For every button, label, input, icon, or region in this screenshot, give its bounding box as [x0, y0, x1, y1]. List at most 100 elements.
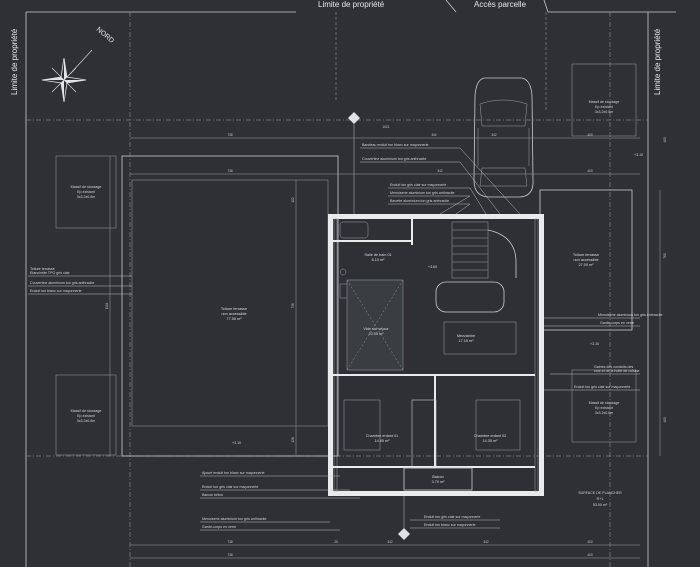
annotations-top: Bandeau enduit ton blanc sur maçonnerie … [360, 143, 521, 215]
roof-left-line2: non accessible [221, 312, 246, 316]
dim-top-6: 342 [437, 169, 443, 173]
level-marker-4: +3.10 [634, 153, 643, 157]
svg-text:Massif de stockage: Massif de stockage [589, 401, 620, 405]
svg-text:3x3.2x0.6m: 3x3.2x0.6m [595, 411, 614, 415]
annotation-right-0: Menuiserie aluminium ton gris anthracite [598, 313, 663, 317]
room-bath-area: 6.10 m² [372, 258, 386, 262]
svg-text:Ep existant: Ep existant [77, 190, 95, 194]
level-marker-2: +3.10 [590, 342, 599, 346]
section-marker-bottom [398, 496, 410, 540]
annotation-left-0: Toiture terrasse [30, 267, 55, 271]
dim-top-4: 400 [587, 133, 593, 137]
dim-bottom-6: 400 [587, 553, 593, 557]
svg-text:Ep existant: Ep existant [77, 414, 95, 418]
left-roof-outline [121, 155, 339, 457]
annotation-right-4: Enduit ton gris clair sur maçonnerie [574, 385, 630, 389]
dim-bottom-2: 342 [387, 540, 393, 544]
access-label: Accès parcelle [474, 0, 527, 9]
roof-right-line3: 27.00 m² [579, 263, 595, 267]
annotation-bottom-right-1: Enduit ton blanc sur maçonnerie [424, 523, 476, 527]
mezzanine-rug [443, 321, 517, 355]
staircase [451, 221, 517, 279]
annotation-bottom-4: Garde-corps en verre [202, 525, 236, 529]
room-child1-name: Chambre enfant 01 [366, 434, 399, 438]
dim-bottom-1: 25 [334, 540, 338, 544]
dim-top-2: 342 [431, 133, 437, 137]
svg-text:3x3.2x0.6m: 3x3.2x0.6m [77, 419, 96, 423]
annotation-bottom-1: Enduit ton gris clair sur maçonnerie [202, 485, 258, 489]
annotation-top-1: Couvertine aluminium ton gris anthracite [362, 157, 426, 161]
north-compass-icon [41, 49, 93, 103]
svg-text:Ep existant: Ep existant [595, 406, 613, 410]
dim-top-5: 738 [227, 169, 233, 173]
room-child2-area: 14.35 m² [483, 439, 499, 443]
annotation-top-2: Enduit ton gris clair sur maçonnerie [390, 183, 446, 187]
dim-top-1: 1021 [382, 125, 389, 129]
storage-massif-1: Massif de stockage Ep existant 3x3.2x0.6… [55, 155, 117, 229]
car-icon [473, 77, 534, 198]
dim-right-2: 400 [663, 417, 667, 423]
balcony-outline [403, 467, 473, 491]
left-roof-inner [131, 179, 329, 427]
room-mezz-name: Mezzanine [457, 334, 475, 338]
room-child2-name: Chambre enfant 02 [474, 434, 507, 438]
dim-bottom-0: 738 [227, 540, 233, 544]
svg-text:Massif de stockage: Massif de stockage [71, 185, 102, 189]
bed-child-2 [475, 399, 521, 451]
dim-left-2: 102 [291, 197, 295, 203]
dim-right-0: 760 [663, 253, 667, 259]
annotation-left-3: Enduit ton blanc sur maçonnerie [30, 289, 82, 293]
annotation-bottom-3: Menuiserie aluminium ton gris anthracite [202, 517, 267, 521]
annotation-top-4: Bavette aluminium ton gris anthracite [390, 199, 449, 203]
room-child1-area: 14.85 m² [375, 439, 391, 443]
dim-left-1: 738 [291, 303, 295, 309]
access-gate [445, 0, 549, 13]
room-void-name: Vide sur séjour [363, 327, 389, 331]
annotation-right-3: vmc et de la hotte de cuisine [594, 369, 640, 373]
annotation-right-1: Garde-corps en verre [600, 321, 634, 325]
bed-child-1 [343, 399, 381, 451]
north-label: NORD [95, 26, 115, 45]
annotation-left-2: Couvertine aluminium ton gris anthracite [30, 281, 94, 285]
svg-text:3x3.2x0.6m: 3x3.2x0.6m [595, 110, 614, 114]
room-void-area: 23.55 m² [369, 332, 385, 336]
storage-massif-4: Massif de stockage Ep existant 3x3.2x0.6… [571, 369, 637, 443]
surface-level: R+1 [597, 497, 604, 501]
dim-bottom-5: 738 [227, 553, 233, 557]
room-bath-name: Salle de bain 01 [364, 253, 391, 257]
annotations-right: Menuiserie aluminium ton gris anthracite… [544, 313, 663, 391]
annotations-left: Toiture terrasse Etanchéité TPO gris cla… [28, 267, 132, 295]
level-marker-1: +3.60 [428, 265, 437, 269]
annotation-top-3: Menuiserie aluminium ton gris anthracite [390, 191, 455, 195]
roof-right-line1: Toiture terrasse [573, 253, 599, 257]
room-balcony-name: Balcon [432, 475, 444, 479]
dim-right-1: 400 [663, 137, 667, 143]
roof-right-line2: non accessible [573, 258, 598, 262]
svg-text:Massif de stockage: Massif de stockage [589, 100, 620, 104]
section-marker-top [348, 112, 360, 214]
level-marker-3: +3.10 [232, 441, 241, 445]
annotation-bottom-right-0: Enduit ton gris clair sur maçonnerie [424, 515, 480, 519]
dim-top-0: 738 [227, 133, 233, 137]
annotation-right-2: Gaines des conduits des [594, 365, 634, 369]
annotations-bottom: Ajouré enduit ton blanc sur maçonnerie E… [200, 471, 500, 531]
surface-title: SURFACE DE PLANCHER [578, 491, 622, 495]
dim-top-3: 342 [491, 133, 497, 137]
annotation-top-0: Bandeau enduit ton blanc sur maçonnerie [362, 143, 429, 147]
bathtub [339, 221, 369, 239]
surface-summary: SURFACE DE PLANCHER R+1 53.50 m² [578, 491, 622, 507]
roof-left-line1: Toiture terrasse [221, 307, 247, 311]
property-limit-left-label: Limite de propriété [10, 28, 19, 95]
house-walls [328, 214, 544, 496]
svg-text:3x3.2x0.6m: 3x3.2x0.6m [77, 195, 96, 199]
storage-massif-3: Massif de stockage Ep existant 3x3.2x0.6… [571, 63, 637, 137]
storage-massif-2: Massif de stockage Ep existant 3x3.2x0.6… [55, 374, 117, 456]
dim-left-3: 128 [291, 437, 295, 443]
room-balcony-area: 3.70 m² [432, 480, 446, 484]
dim-left-0: 1104 [105, 302, 109, 309]
sink [339, 268, 347, 276]
property-limit-top-label: Limite de propriété [318, 0, 385, 9]
surface-value: 53.50 m² [593, 503, 608, 507]
dim-bottom-3: 342 [483, 540, 489, 544]
dim-bottom-4: 400 [587, 540, 593, 544]
